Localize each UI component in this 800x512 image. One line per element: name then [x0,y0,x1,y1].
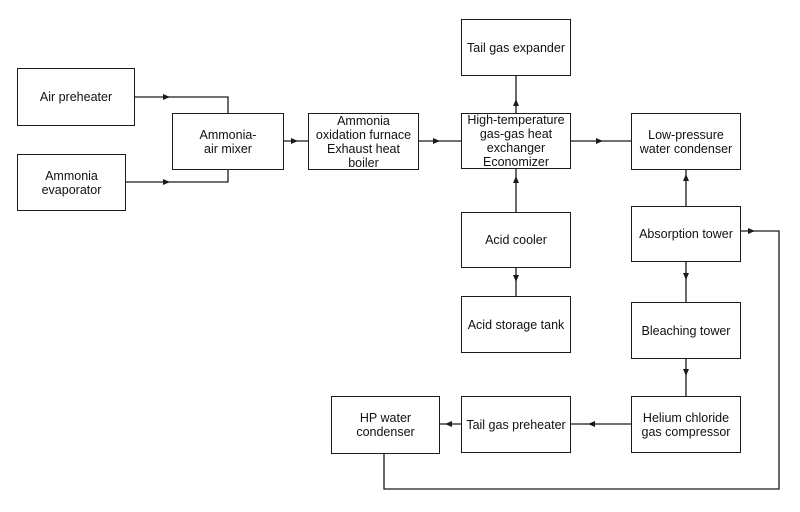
air-preheater-box: Air preheater [17,68,135,126]
arrowhead-into-condenser [596,138,603,144]
arrowhead-exchanger-down [513,176,519,183]
acid-cooler-box: Acid cooler [461,212,571,268]
arrowhead-air-preheater-line [163,94,170,100]
compressor-box: Helium chloride gas compressor [631,396,741,453]
connector-evaporator-to-mixer [126,170,229,183]
arrowhead-into-exchanger [433,138,440,144]
absorption-tower-box: Absorption tower [631,206,741,262]
arrowhead-into-storage [513,275,519,282]
ammonia-air-mixer-box: Ammonia- air mixer [172,113,284,170]
ammonia-evaporator-box: Ammonia evaporator [17,154,126,211]
arrowhead-into-bleaching [683,273,689,280]
hp-water-condenser-box: HP water condenser [331,396,440,454]
arrowhead-evaporator-line [163,179,170,185]
tail-gas-expander-box: Tail gas expander [461,19,571,76]
acid-storage-tank-box: Acid storage tank [461,296,571,353]
arrowhead-into-expander [513,99,519,106]
arrowhead-into-compressor [683,369,689,376]
arrowhead-into-furnace [291,138,298,144]
arrowhead-into-low-pressure-condenser [683,174,689,181]
connector-absorption-to-hp-condenser [383,230,780,490]
oxidation-furnace-box: Ammonia oxidation furnace Exhaust heat b… [308,113,419,170]
tail-gas-preheater-box: Tail gas preheater [461,396,571,453]
bleaching-tower-box: Bleaching tower [631,302,741,359]
arrowhead-return-line [748,228,755,234]
arrowhead-into-hp-condenser [445,421,452,427]
connector-air-preheater-to-mixer [135,96,229,113]
arrowhead-into-preheater [588,421,595,427]
low-pressure-condenser-box: Low-pressure water condenser [631,113,741,170]
heat-exchanger-box: High-temperature gas-gas heat exchanger … [461,113,571,169]
